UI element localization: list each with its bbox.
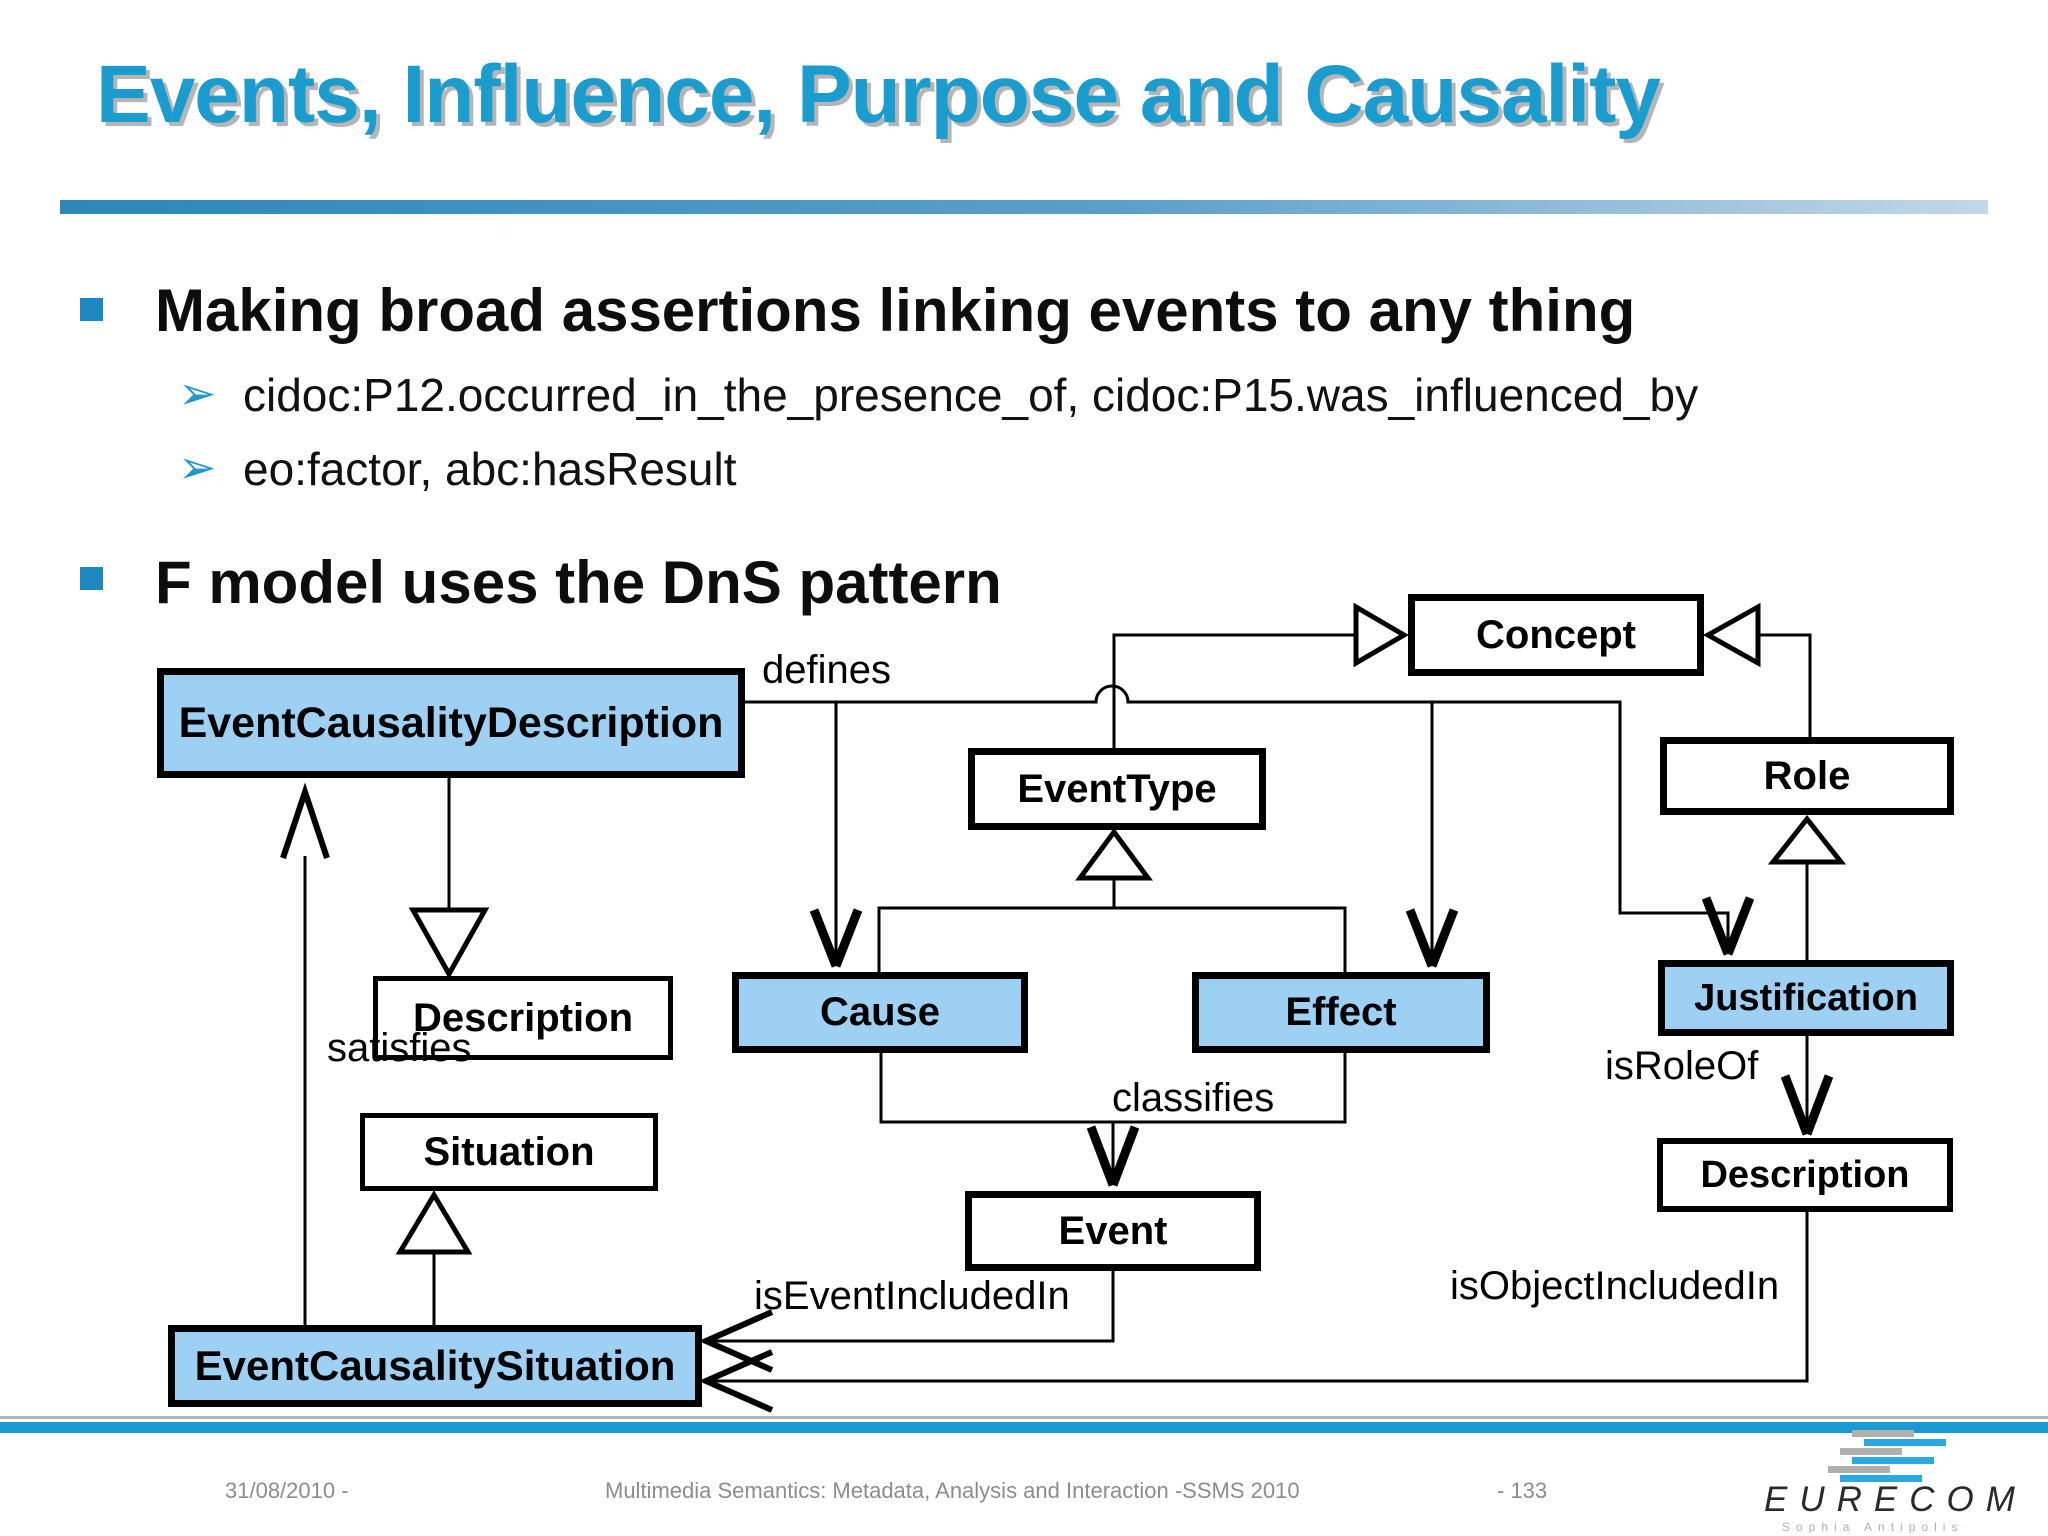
node-justification: Justification [1658,960,1954,1036]
bullet-square-icon [80,298,103,321]
node-description-right: Description [1657,1138,1953,1212]
footer-separator-shadow [0,1416,2048,1419]
arrowhead-into-event [1086,1125,1140,1187]
logo-bar-icon [1864,1439,1946,1446]
edge-eventtype-concept [1112,633,1356,748]
triangle-eventtype [1075,827,1153,881]
edge-isobjectincludedin-line [708,1212,1809,1383]
triangle-role [1767,814,1847,865]
arrowhead-into-cause [809,908,863,968]
logo-bar-icon [1828,1466,1890,1473]
logo-bar-icon [1840,1475,1922,1482]
node-event-type: EventType [968,748,1266,830]
edge-label-is-role-of: isRoleOf [1605,1044,1759,1088]
node-role: Role [1660,737,1954,815]
footer-course-title: Multimedia Semantics: Metadata, Analysis… [605,1478,1300,1503]
arrowhead-into-justification [1701,896,1755,956]
node-effect: Effect [1192,972,1490,1053]
node-cause: Cause [732,972,1028,1053]
edge-label-is-event-included-in: isEventIncludedIn [754,1274,1070,1318]
sub-bullet-arrow-icon: ➢ [178,441,217,493]
sub-bullet-1: cidoc:P12.occurred_in_the_presence_of, c… [243,369,1699,421]
node-event-causality-description: EventCausalityDescription [157,668,745,778]
triangle-concept-right [1702,602,1761,668]
sub-bullet-arrow-icon: ➢ [178,367,217,419]
node-description-left: Description [373,976,673,1060]
bullet-2: F model uses the DnS pattern [155,549,1002,616]
sub-bullet-2: eo:factor, abc:hasResult [243,443,737,495]
page-title: Events, Influence, Purpose and Causality [96,49,1661,140]
footer-separator [0,1422,2048,1433]
title-underline [60,200,1988,214]
arrowhead-into-effect [1405,908,1459,968]
arrowhead-satisfies-up [280,782,330,859]
triangle-situation [395,1190,473,1255]
logo-bar-icon [1840,1448,1902,1455]
edge-label-satisfies: satisfies [327,1026,472,1070]
footer-date: 31/08/2010 - [225,1478,349,1503]
logo-bar-icon [1852,1430,1914,1437]
node-concept: Concept [1408,594,1704,676]
arrowhead-into-description-right [1780,1074,1834,1136]
edge-label-classifies: classifies [1112,1076,1275,1120]
edge-label-is-object-included-in: isObjectIncludedIn [1450,1264,1780,1308]
logo-bar-icon [1852,1457,1934,1464]
footer-page-number: - 133 [1497,1478,1548,1503]
logo-subtext: Sophia Antipolis [1782,1520,1964,1534]
edge-iseventincludedin-line [708,1271,1115,1343]
edge-eventtype-bracket [877,906,1347,972]
edge-defines-line [745,684,1730,950]
edge-role-concept [1758,633,1812,737]
triangle-concept-left [1353,602,1409,668]
bullet-square-icon [80,567,103,590]
arrowhead-into-ecs-lower [698,1349,774,1413]
triangle-description-left [408,907,490,980]
node-event-causality-situation: EventCausalitySituation [168,1325,702,1407]
logo-wordmark: EURECOM [1764,1480,2027,1519]
bullet-1: Making broad assertions linking events t… [155,277,1636,344]
edge-label-defines: defines [762,648,891,692]
eurecom-logo: EURECOM Sophia Antipolis [1750,1430,2027,1534]
node-event: Event [965,1191,1261,1271]
node-situation: Situation [360,1113,658,1191]
